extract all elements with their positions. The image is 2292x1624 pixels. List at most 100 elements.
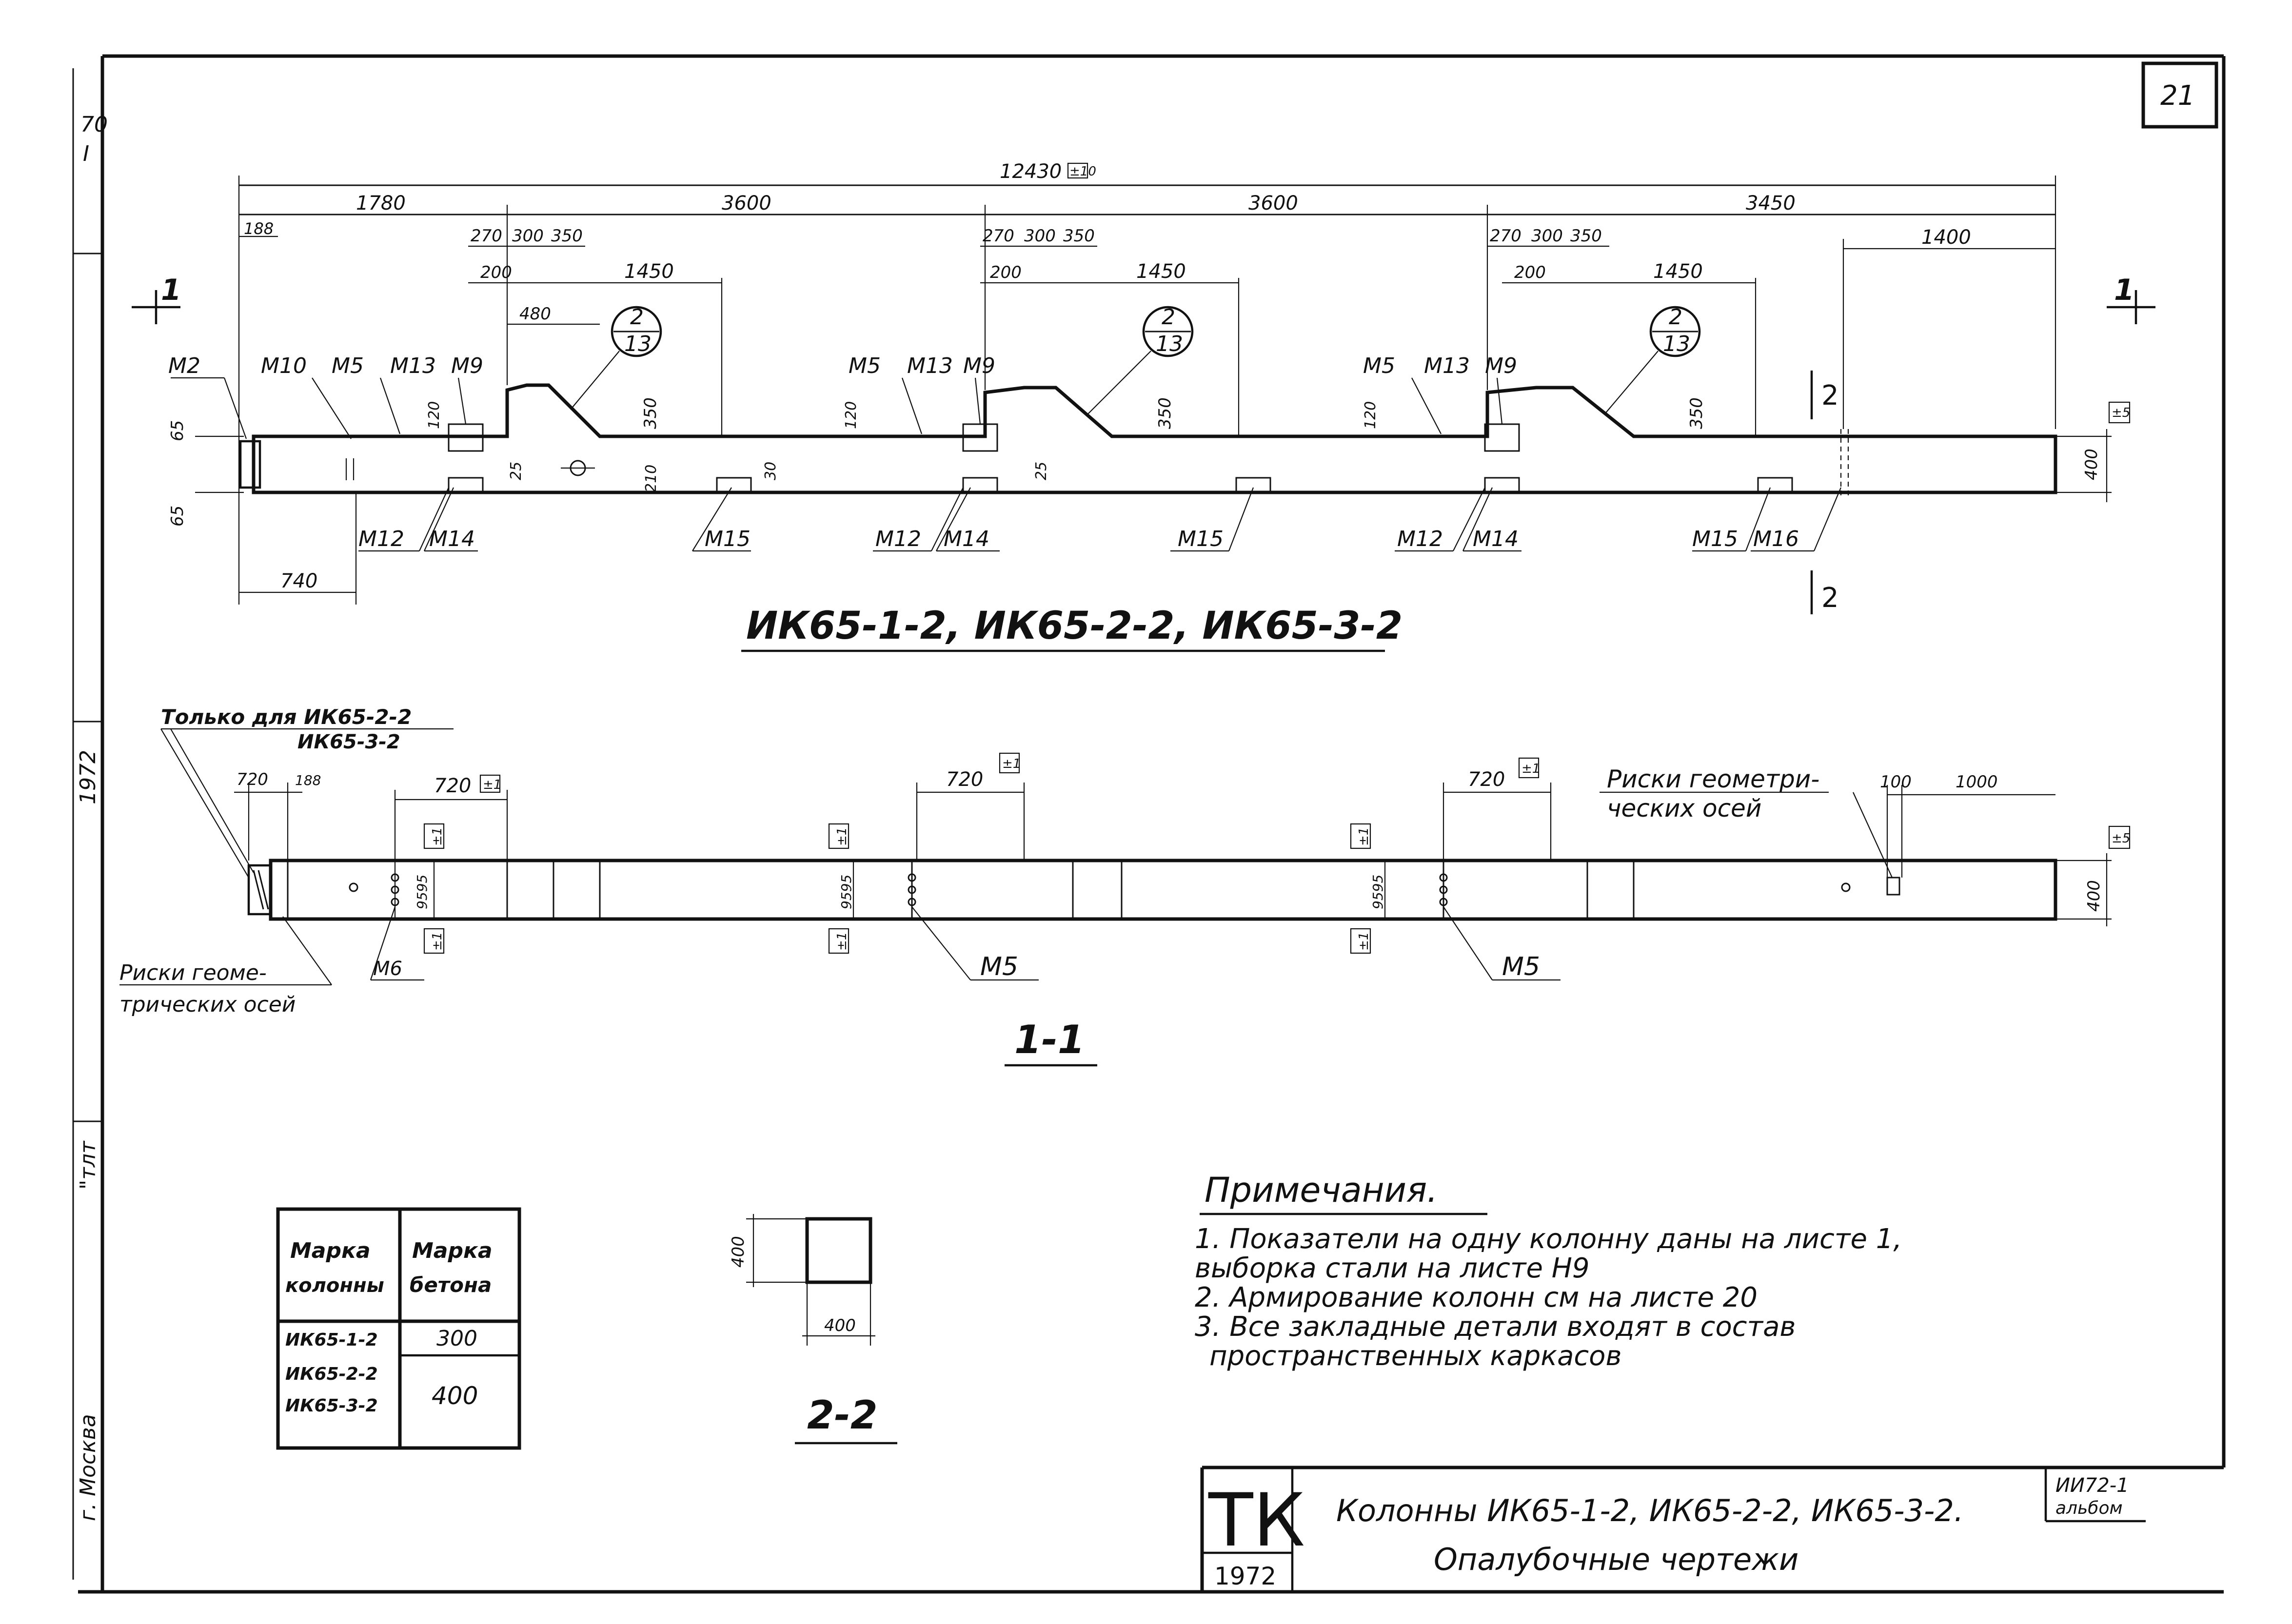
dim-300: 300 bbox=[1531, 226, 1563, 246]
dim-overall-tol: ±10 bbox=[1069, 164, 1096, 179]
risks-left-2: трических осей bbox=[119, 992, 296, 1017]
section22-title: 2-2 bbox=[807, 1392, 878, 1438]
dim-720-left: 720 bbox=[237, 770, 268, 789]
dim-480: 480 bbox=[519, 304, 551, 324]
dim-gaps: 9595 bbox=[414, 875, 430, 909]
note-2: 2. Армирование колонн см на листе 20 bbox=[1195, 1282, 1758, 1313]
table-row3-mark: ИК65-3-2 bbox=[285, 1396, 378, 1416]
section-mark-2-bottom: 2 bbox=[1821, 582, 1839, 614]
dim-1450: 1450 bbox=[624, 260, 674, 283]
part-m13: М13 bbox=[390, 353, 436, 378]
detail-callout-2: 2 13 bbox=[1087, 305, 1194, 415]
tol-5-elev: ±5 bbox=[2112, 406, 2130, 420]
margin-mark-top2: I bbox=[83, 141, 89, 166]
risks-right-2: ческих осей bbox=[1607, 794, 1761, 822]
dim-100: 100 bbox=[1880, 772, 1912, 792]
callout-den: 13 bbox=[1663, 332, 1690, 356]
plan-title: 1-1 bbox=[1014, 1017, 1085, 1062]
dim-350: 350 bbox=[641, 397, 660, 429]
margin-city: г. Москва bbox=[76, 1414, 100, 1521]
section22-h: 400 bbox=[729, 1236, 748, 1268]
detail-callout-1: 2 13 bbox=[570, 305, 662, 410]
part-m15: М15 bbox=[705, 527, 751, 551]
dim-bay2: 3600 bbox=[722, 192, 771, 215]
dim-bay1: 1780 bbox=[356, 192, 406, 215]
dim-200: 200 bbox=[1514, 263, 1546, 282]
callout-den: 13 bbox=[1156, 332, 1183, 356]
dim-210: 210 bbox=[643, 465, 660, 492]
part-m13: М13 bbox=[907, 353, 953, 378]
title-line1: Колонны ИК65-1-2, ИК65-2-2, ИК65-3-2. bbox=[1336, 1493, 1964, 1528]
note-1-line1: 1. Показатели на одну колонну даны на ли… bbox=[1195, 1223, 1902, 1255]
part-m12: М12 bbox=[1397, 527, 1443, 551]
title-code1: ИИ72-1 bbox=[2055, 1474, 2129, 1497]
tol-1: ±1 bbox=[1002, 757, 1021, 771]
dim-1450: 1450 bbox=[1653, 260, 1703, 283]
dim-25: 25 bbox=[1033, 462, 1050, 480]
dim-65-top: 65 bbox=[168, 420, 187, 441]
dim-350: 350 bbox=[1570, 226, 1602, 246]
dim-400-plan: 400 bbox=[2084, 880, 2104, 912]
title-year: 1972 bbox=[1214, 1562, 1276, 1590]
part-m5: М5 bbox=[980, 952, 1018, 981]
tol-rot: ±1 bbox=[835, 827, 850, 846]
dim-200: 200 bbox=[990, 263, 1022, 282]
tol-rot: ±1 bbox=[430, 932, 445, 951]
sheet-number-box: 21 bbox=[2141, 61, 2218, 129]
part-labels-bottom: М12 М14 М15 М12 М14 М15 М12 М14 М15 М16 bbox=[358, 487, 1842, 552]
callout-num: 2 bbox=[630, 305, 644, 330]
part-m2: М2 bbox=[168, 353, 200, 378]
part-m16: М16 bbox=[1753, 527, 1799, 551]
callout-num: 2 bbox=[1162, 305, 1175, 330]
part-m15: М15 bbox=[1178, 527, 1224, 551]
part-m9: М9 bbox=[451, 353, 483, 378]
table-row1-mark: ИК65-1-2 bbox=[285, 1330, 378, 1350]
dim-188: 188 bbox=[244, 219, 274, 238]
concrete-table: Марка колонны Марка бетона ИК65-1-2 300 … bbox=[276, 1207, 521, 1450]
dim-740: 740 bbox=[280, 570, 317, 592]
dim-200: 200 bbox=[480, 263, 512, 282]
tol-rot: ±1 bbox=[1357, 932, 1371, 951]
dim-350: 350 bbox=[551, 226, 583, 246]
margin-mark-top: 70 bbox=[80, 112, 108, 137]
notes-heading: Примечания. bbox=[1205, 1170, 1438, 1210]
dim-120: 120 bbox=[426, 401, 443, 429]
sheet-number: 21 bbox=[2160, 80, 2195, 112]
dim-65-bottom: 65 bbox=[168, 506, 187, 527]
plan-view: 9595 9595 9595 ±1 ±1 ±1 ±1 ±1 ±1 720 ±1 … bbox=[119, 705, 2130, 1067]
dim-270: 270 bbox=[1490, 226, 1521, 246]
notes: Примечания. 1. Показатели на одну колонн… bbox=[1195, 1170, 1902, 1372]
note-3-line1: 3. Все закладные детали входят в состав bbox=[1195, 1311, 1796, 1343]
margin-mark-mid: "тлт bbox=[76, 1140, 100, 1190]
part-m14: М14 bbox=[1473, 527, 1519, 551]
plan-tol-boxes: ±1 ±1 ±1 ±1 ±1 ±1 bbox=[423, 823, 1371, 954]
part-labels-top: М2 М10 М5 М13 М9 М5 М13 М9 М5 М13 М9 bbox=[168, 353, 1517, 439]
note-1-line2: выборка стали на листе Н9 bbox=[1195, 1252, 1590, 1284]
dim-25: 25 bbox=[508, 462, 525, 480]
table-col2-l2: бетона bbox=[410, 1273, 492, 1297]
note-3-line2: пространственных каркасов bbox=[1209, 1340, 1621, 1372]
dim-720: 720 bbox=[434, 775, 471, 797]
table-row23-value: 400 bbox=[432, 1382, 478, 1410]
dim-120: 120 bbox=[1362, 401, 1379, 429]
plan-markers bbox=[349, 861, 1900, 919]
dim-300: 300 bbox=[512, 226, 544, 246]
dim-overall: 12430 bbox=[1000, 160, 1062, 183]
callout-num: 2 bbox=[1669, 305, 1682, 330]
part-m12: М12 bbox=[875, 527, 921, 551]
title-logo: ТК bbox=[1208, 1478, 1305, 1563]
risks-left-1: Риски геоме- bbox=[119, 960, 267, 985]
sheet-frame: 70 I 1972 "тлт г. Москва bbox=[72, 54, 2226, 1594]
title-line2: Опалубочные чертежи bbox=[1434, 1542, 1798, 1577]
dim-720: 720 bbox=[1468, 768, 1505, 791]
part-m12: М12 bbox=[358, 527, 404, 551]
dim-350: 350 bbox=[1687, 397, 1706, 429]
table-row2-mark: ИК65-2-2 bbox=[285, 1364, 378, 1384]
section-mark-left: 1 bbox=[161, 273, 181, 307]
part-m6: М6 bbox=[373, 958, 402, 980]
dim-350: 350 bbox=[1155, 397, 1175, 429]
elevation-view: 12430 ±10 1780 3600 3600 3450 188 1400 2… bbox=[132, 160, 2155, 652]
dim-bay4: 3450 bbox=[1746, 192, 1796, 215]
section22-w: 400 bbox=[824, 1316, 856, 1335]
